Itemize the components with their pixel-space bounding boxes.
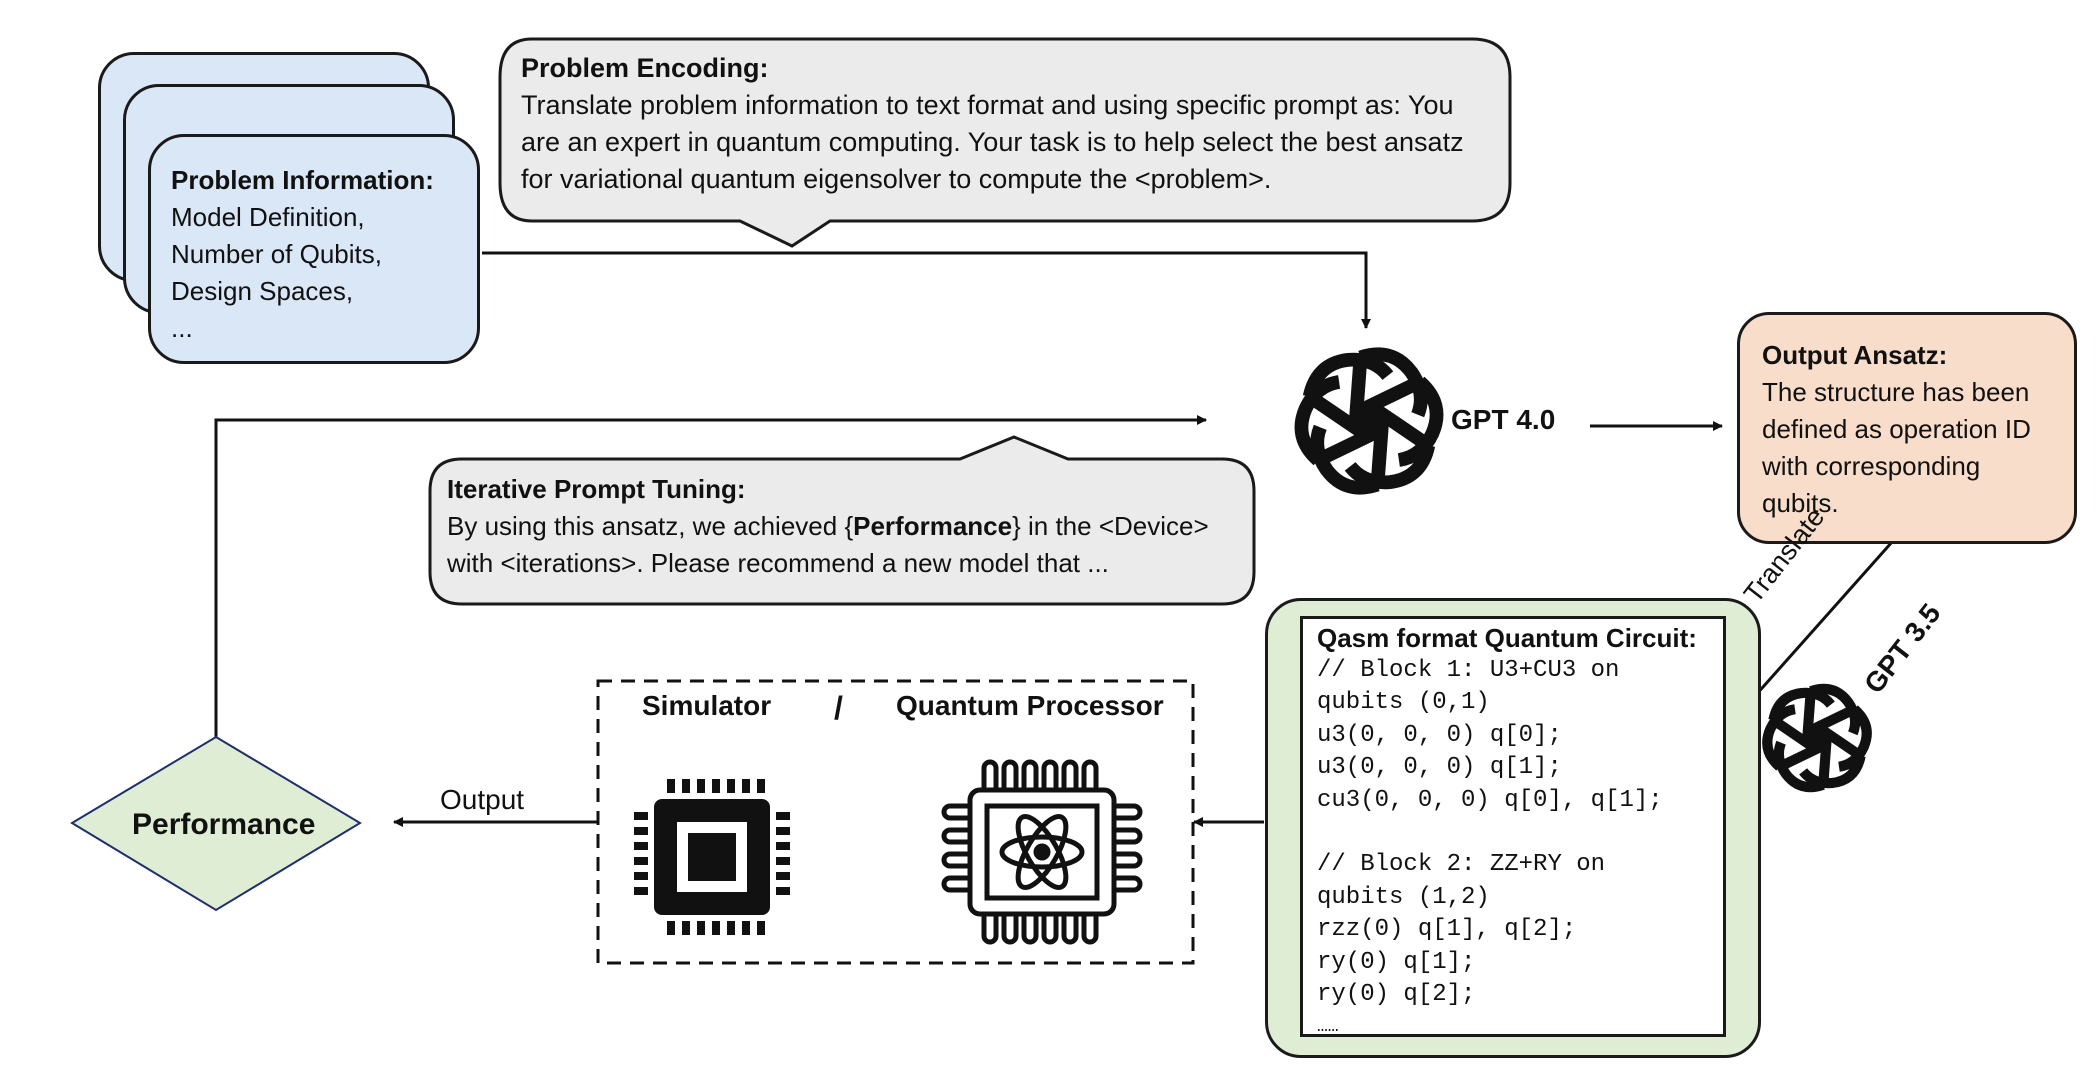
iterative-prompt-text: Iterative Prompt Tuning: By using this a… <box>447 471 1209 582</box>
device-box <box>596 679 1195 965</box>
iterative-line1-c: } in the <Device> <box>1012 511 1209 541</box>
qasm-line: qubits (0,1) <box>1317 689 1490 717</box>
quantum-processor-label: Quantum Processor <box>896 690 1164 721</box>
qasm-line: // Block 2: ZZ+RY on <box>1317 851 1606 879</box>
qasm-line: u3(0, 0, 0) q[0]; <box>1317 721 1562 749</box>
problem-info-line: Design Spaces, <box>171 276 354 306</box>
qasm-line: ry(0) q[2]; <box>1317 981 1476 1009</box>
qasm-line: …… <box>1317 1017 1339 1037</box>
performance-label: Performance <box>132 808 316 841</box>
problem-info-line: ... <box>171 313 193 343</box>
quantum-chip-icon <box>941 759 1140 942</box>
qasm-heading: Qasm format Quantum Circuit: <box>1317 623 1697 653</box>
iterative-line1-bold: Performance <box>853 511 1013 541</box>
problem-info-card <box>148 134 480 364</box>
arrow-feedback-loop <box>214 415 1207 737</box>
problem-encoding-text: Problem Encoding: Translate problem info… <box>521 50 1464 198</box>
problem-encoding-bubble <box>498 37 1512 248</box>
qasm-line: qubits (1,2) <box>1317 883 1490 911</box>
gpt4-label: GPT 4.0 <box>1451 404 1556 435</box>
qasm-line: // Block 1: U3+CU3 on <box>1317 657 1620 684</box>
device-slash: / <box>834 690 843 726</box>
qasm-line: ry(0) q[1]; <box>1317 948 1476 976</box>
output-label: Output <box>440 784 525 815</box>
problem-info-line: Number of Qubits, <box>171 239 382 269</box>
qasm-line: u3(0, 0, 0) q[1]; <box>1317 754 1562 782</box>
iterative-prompt-bubble <box>428 435 1256 606</box>
openai-logo-gpt35 <box>1755 680 1878 795</box>
output-ansatz-box: Output Ansatz: The structure has been de… <box>1737 312 2077 544</box>
problem-encoding-line: are an expert in quantum computing. Your… <box>521 127 1464 157</box>
simulator-label: Simulator <box>642 690 772 721</box>
iterative-line1-a: By using this ansatz, we achieved { <box>447 511 854 541</box>
output-ansatz-heading: Output Ansatz: <box>1762 340 1948 370</box>
qasm-line: cu3(0, 0, 0) q[0], q[1]; <box>1317 786 1663 814</box>
problem-encoding-heading: Problem Encoding: <box>521 53 769 83</box>
qasm-line: rzz(0) q[1], q[2]; <box>1317 916 1577 944</box>
problem-encoding-line: for variational quantum eigensolver to c… <box>521 164 1272 194</box>
output-ansatz-line: The structure has been <box>1762 377 2030 407</box>
output-ansatz-line: defined as operation ID <box>1762 414 2031 444</box>
performance-diamond <box>70 735 362 912</box>
iterative-line2: with <iterations>. Please recommend a ne… <box>447 548 1109 578</box>
problem-info-heading: Problem Information: <box>171 165 434 195</box>
arrow-problem-to-gpt4 <box>482 251 1371 329</box>
qasm-code-box: Qasm format Quantum Circuit: // Block 1:… <box>1300 616 1726 1037</box>
output-ansatz-line: qubits. <box>1762 488 1839 518</box>
problem-info-line: Model Definition, <box>171 202 365 232</box>
problem-info-text: Problem Information: Model Definition, N… <box>171 162 434 347</box>
openai-logo-gpt4 <box>1285 343 1452 500</box>
cpu-chip-icon <box>634 779 790 935</box>
arrow-translate <box>1745 541 1894 706</box>
output-ansatz-line: with corresponding <box>1762 451 1981 481</box>
problem-encoding-line: Translate problem information to text fo… <box>521 90 1454 120</box>
iterative-prompt-heading: Iterative Prompt Tuning: <box>447 474 746 504</box>
qasm-line <box>1317 817 1723 849</box>
